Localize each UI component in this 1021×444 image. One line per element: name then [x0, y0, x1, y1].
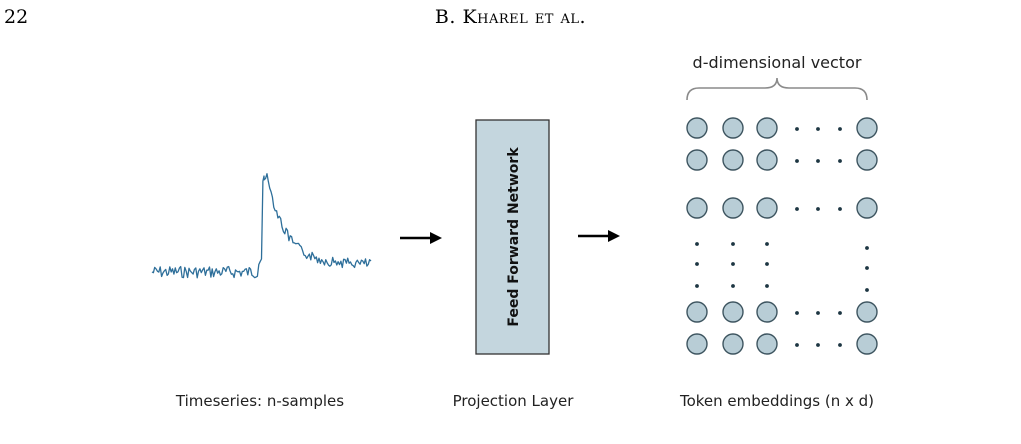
token-node: [756, 117, 778, 139]
ellipsis-dot: [816, 311, 820, 315]
ellipsis-dot: [731, 242, 735, 246]
token-node: [856, 301, 878, 323]
ellipsis-dot: [795, 207, 799, 211]
ellipsis-dot: [865, 246, 869, 250]
timeseries-signal: [151, 173, 372, 279]
ellipsis-dot: [695, 242, 699, 246]
token-embedding-grid: [686, 117, 878, 355]
token-node: [856, 117, 878, 139]
ellipsis-dot: [838, 311, 842, 315]
caption-embeddings: Token embeddings (n x d): [679, 392, 874, 410]
ellipsis-dot: [865, 288, 869, 292]
token-node: [686, 333, 708, 355]
ellipsis-dot: [731, 262, 735, 266]
ellipsis-dot: [765, 262, 769, 266]
token-node: [722, 301, 744, 323]
token-node: [686, 117, 708, 139]
token-node: [756, 333, 778, 355]
arrow-to-embeddings: [578, 230, 620, 242]
token-node: [756, 149, 778, 171]
ellipsis-dot: [838, 127, 842, 131]
caption-timeseries: Timeseries: n-samples: [175, 392, 344, 410]
caption-projection: Projection Layer: [453, 392, 575, 410]
ellipsis-dot: [838, 343, 842, 347]
ellipsis-dot: [695, 262, 699, 266]
vector-label: d-dimensional vector: [693, 53, 862, 72]
ellipsis-dot: [695, 284, 699, 288]
arrow-to-ffn: [400, 232, 442, 244]
token-node: [722, 149, 744, 171]
token-node: [856, 197, 878, 219]
ellipsis-dot: [795, 159, 799, 163]
token-node: [722, 117, 744, 139]
page-number: 22: [4, 6, 29, 28]
ellipsis-dot: [795, 311, 799, 315]
ellipsis-dot: [795, 343, 799, 347]
token-node: [722, 333, 744, 355]
ellipsis-dot: [731, 284, 735, 288]
ellipsis-dot: [838, 207, 842, 211]
ellipsis-dot: [816, 127, 820, 131]
token-node: [686, 149, 708, 171]
ellipsis-dot: [795, 127, 799, 131]
token-node: [856, 333, 878, 355]
ellipsis-dot: [816, 343, 820, 347]
running-head: B. Kharel et al.: [434, 6, 587, 28]
ellipsis-dot: [816, 159, 820, 163]
ellipsis-dot: [765, 284, 769, 288]
token-node: [756, 301, 778, 323]
token-node: [686, 301, 708, 323]
ellipsis-dot: [865, 266, 869, 270]
token-node: [722, 197, 744, 219]
token-node: [686, 197, 708, 219]
ffn-box: [475, 119, 550, 355]
ellipsis-dot: [816, 207, 820, 211]
ellipsis-dot: [765, 242, 769, 246]
token-node: [856, 149, 878, 171]
token-node: [756, 197, 778, 219]
ffn-label: Feed Forward Network: [506, 147, 522, 327]
ellipsis-dot: [838, 159, 842, 163]
brace: [686, 77, 868, 101]
